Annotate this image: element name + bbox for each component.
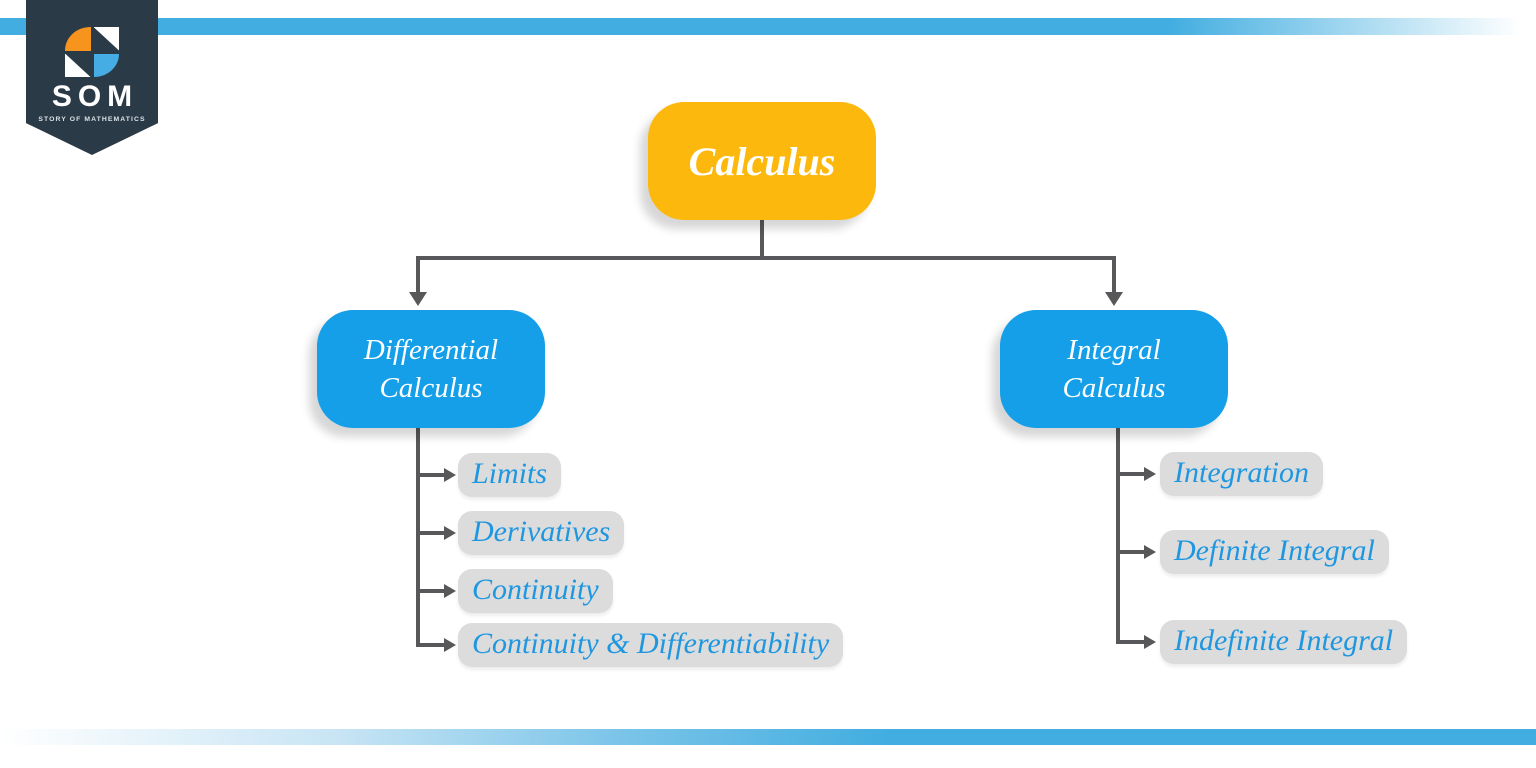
leaf-definite-integral: Definite Integral <box>1160 530 1389 574</box>
arrow-right-icon <box>1144 635 1156 649</box>
arrow-right-icon <box>1144 467 1156 481</box>
node-calculus: Calculus <box>648 102 876 220</box>
pinwheel-blue-quadrant <box>93 53 119 77</box>
leaf-continuity-differentiability-label: Continuity & Differentiability <box>472 627 830 660</box>
leaf-limits-label: Limits <box>472 457 548 490</box>
bottom-accent-stripe <box>0 729 1536 745</box>
leaf-definite-integral-label: Definite Integral <box>1174 534 1375 567</box>
connector-root-stem <box>760 220 764 256</box>
arrow-down-right-icon <box>1105 292 1123 306</box>
leaf-indefinite-integral: Indefinite Integral <box>1160 620 1408 664</box>
leaf-integration: Integration <box>1160 452 1323 496</box>
leaf-indefinite-integral-label: Indefinite Integral <box>1174 624 1394 657</box>
connector-right-drop <box>1112 256 1116 294</box>
connector-left-drop <box>416 256 420 294</box>
connector-left-subtree-spine <box>416 428 420 647</box>
leaf-derivatives-label: Derivatives <box>472 515 611 548</box>
leaf-integration-label: Integration <box>1174 456 1309 489</box>
connector-left-stub-4 <box>416 643 444 647</box>
connector-right-subtree-spine <box>1116 428 1120 644</box>
connector-left-stub-1 <box>416 473 444 477</box>
leaf-continuity-label: Continuity <box>472 573 599 606</box>
logo-acronym: SOM <box>51 80 139 113</box>
leaf-limits: Limits <box>458 453 562 497</box>
som-pinwheel-icon <box>65 27 119 77</box>
arrow-right-icon <box>444 638 456 652</box>
arrow-right-icon <box>444 468 456 482</box>
leaf-continuity-differentiability: Continuity & Differentiability <box>458 623 844 667</box>
pinwheel-orange-quadrant <box>65 27 91 51</box>
node-calculus-label: Calculus <box>688 138 836 184</box>
som-logo-banner: SOM STORY OF MATHEMATICS <box>26 0 158 155</box>
arrow-right-icon <box>1144 545 1156 559</box>
logo-tagline: STORY OF MATHEMATICS <box>38 116 146 123</box>
node-differential-calculus: Differential Calculus <box>317 310 545 428</box>
arrow-right-icon <box>444 584 456 598</box>
arrow-right-icon <box>444 526 456 540</box>
connector-right-stub-2 <box>1116 550 1144 554</box>
connector-left-stub-3 <box>416 589 444 593</box>
node-differential-calculus-label: Differential Calculus <box>363 333 499 404</box>
top-accent-stripe <box>0 18 1536 35</box>
leaf-continuity: Continuity <box>458 569 613 613</box>
arrow-down-left-icon <box>409 292 427 306</box>
connector-right-stub-3 <box>1116 640 1144 644</box>
node-integral-calculus-label: Integral Calculus <box>1062 333 1166 404</box>
leaf-derivatives: Derivatives <box>458 511 625 555</box>
connector-left-stub-2 <box>416 531 444 535</box>
node-integral-calculus: Integral Calculus <box>1000 310 1228 428</box>
pinwheel-white-triangle-bottom <box>65 53 91 77</box>
connector-horizontal-bar <box>416 256 1116 260</box>
pinwheel-white-triangle-top <box>93 27 119 51</box>
connector-right-stub-1 <box>1116 472 1144 476</box>
